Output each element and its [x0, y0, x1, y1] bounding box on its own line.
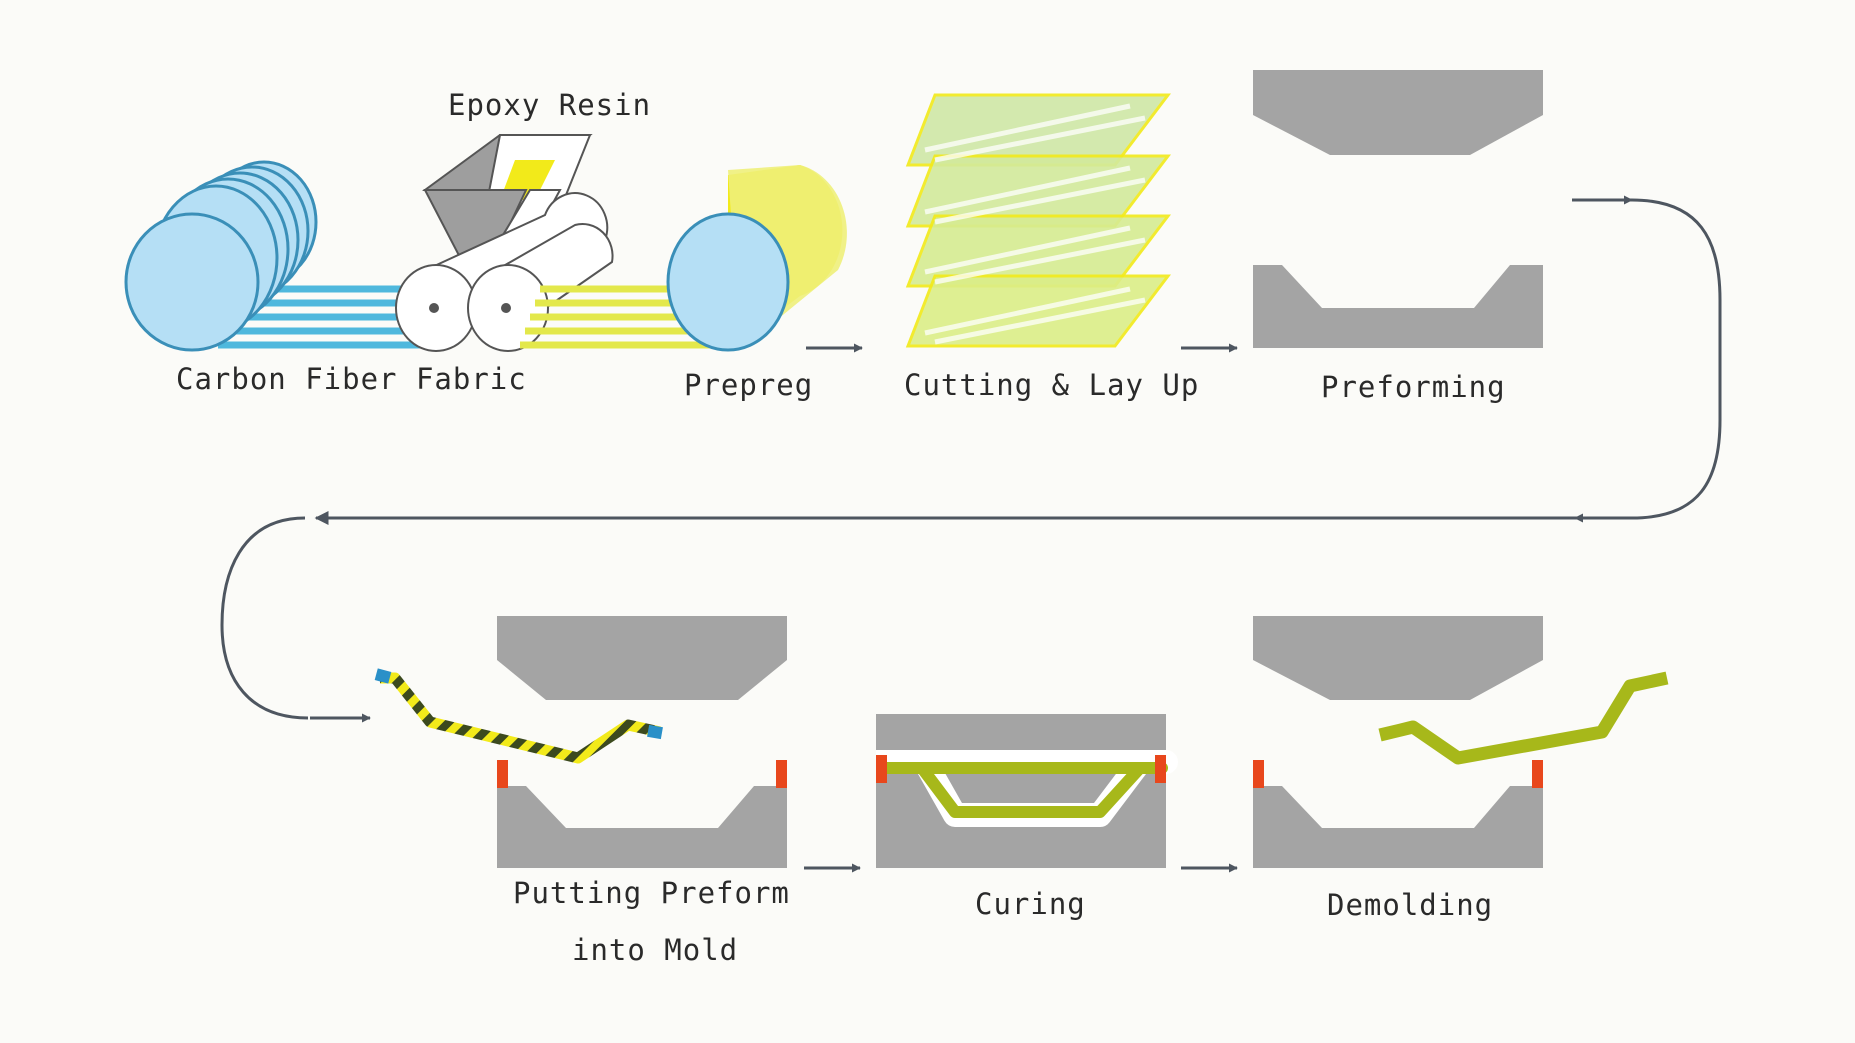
flow-arrows: [220, 195, 1722, 873]
connector-curve-left: [220, 516, 309, 720]
label-putting-preform: Putting Preform: [513, 876, 790, 910]
label-into-mold: into Mold: [572, 933, 739, 967]
clamp: [776, 760, 787, 788]
label-cutting-lay-up: Cutting & Lay Up: [904, 368, 1200, 402]
demolding-mold: [1253, 616, 1669, 868]
label-carbon-fiber-fabric: Carbon Fiber Fabric: [176, 362, 527, 396]
label-curing: Curing: [975, 887, 1086, 921]
label-prepreg: Prepreg: [684, 368, 814, 402]
clamp: [497, 760, 508, 788]
preform-sheet: [380, 672, 662, 764]
impregnation-rollers: [395, 192, 614, 352]
putting-preform-mold: [374, 616, 787, 868]
label-epoxy-resin: Epoxy Resin: [448, 88, 652, 122]
cured-part: [878, 762, 1168, 818]
carbon-fiber-fabric-illustration: [124, 160, 440, 352]
finished-part: [1378, 671, 1669, 765]
connector-curve-right: [1631, 198, 1722, 520]
label-preforming: Preforming: [1321, 370, 1506, 404]
lay-up-stack: [905, 93, 1172, 348]
preforming-mold: [1253, 70, 1543, 348]
prepreg-roll: [666, 165, 847, 352]
label-demolding: Demolding: [1327, 888, 1494, 922]
fabric-roll: [124, 160, 318, 352]
curing-mold: [876, 714, 1178, 868]
